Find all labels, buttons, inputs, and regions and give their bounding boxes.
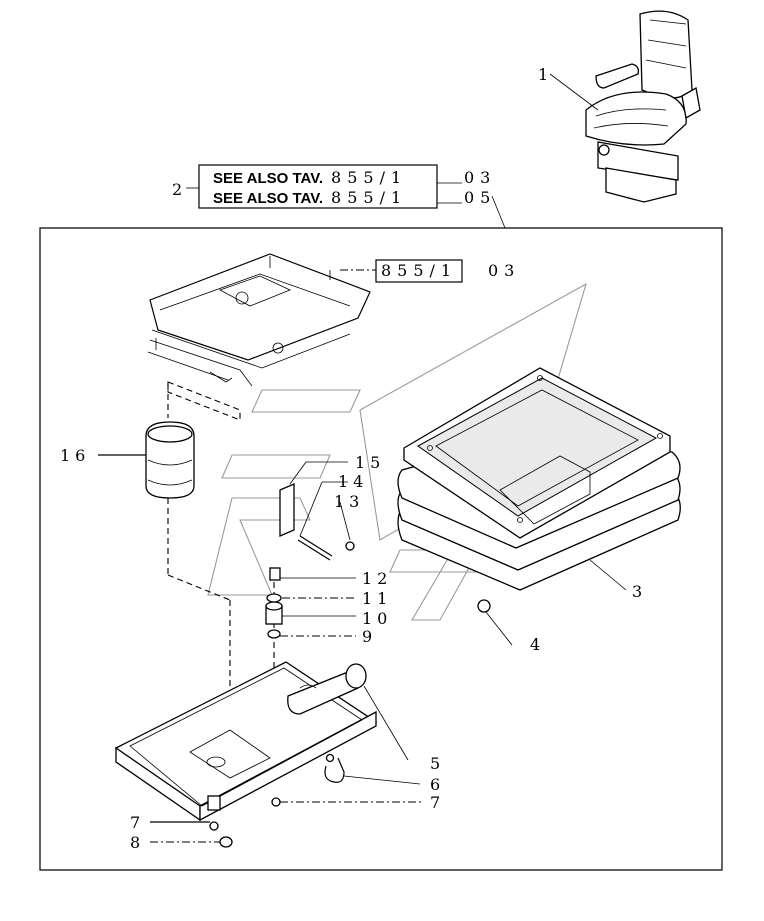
callout-3: 3 [632,582,647,601]
part-13-screw [345,541,355,551]
part-15-plate [279,483,295,537]
part-14-pin [297,535,333,561]
callout-leader-3 [589,559,627,591]
part-8-bolt [219,836,233,848]
ref-box [375,259,463,283]
ref-box-suffix: 03 [488,261,520,280]
see-also-line-1-suffix: 03 [464,168,496,187]
part-7-rivet-left [209,821,219,831]
callout-2: 2 [172,180,187,199]
callout-13: 13 [334,492,364,511]
alignment-line-diag [167,574,231,601]
part-11-washer [266,593,282,603]
see-also-line-2-suffix: 05 [464,188,496,207]
part-16-air-spring [145,421,195,499]
callout-9: 9 [362,627,377,646]
callout-leader-1 [549,73,599,111]
callout-14: 14 [338,472,368,491]
callout-7-left: 7 [130,813,145,832]
part-4-plug [477,599,491,613]
callout-5: 5 [430,754,445,773]
frame-leader [491,195,506,229]
callout-leader-5 [363,685,409,761]
callout-12: 12 [362,569,392,588]
callout-leader-6 [343,775,421,785]
detail-frame [39,227,723,871]
callout-leader-14 [299,481,323,537]
callout-11: 11 [362,589,392,608]
callout-10: 10 [362,609,392,628]
callout-leader-13 [339,501,351,541]
part-3-cushion-base [397,367,681,591]
see-also-line-1: SEE ALSO TAV. 855/1 [213,168,407,187]
see-also-box [198,164,462,209]
ref-box-label: 855/1 [381,261,457,280]
callout-leader-15 [289,461,307,485]
callout-7-right: 7 [430,793,445,812]
callout-1: 1 [538,65,553,84]
callout-6: 6 [430,775,445,794]
callout-16: 16 [60,446,90,465]
suspension-frame-ref [147,253,371,387]
part-10-spacer [265,601,283,625]
callout-15: 15 [355,453,385,472]
alignment-line-left [167,381,241,421]
callout-4: 4 [530,635,545,654]
part-1-complete-seat [585,10,701,203]
part-7-rivet-right [271,797,281,807]
part-5-base-plate [114,661,378,822]
callout-8: 8 [130,833,145,852]
see-also-line-2: SEE ALSO TAV. 855/1 [213,188,407,207]
part-6-handle [324,753,345,783]
part-9-nut [267,629,281,639]
callout-leader-4 [485,611,513,646]
part-12-bolt [269,567,281,581]
